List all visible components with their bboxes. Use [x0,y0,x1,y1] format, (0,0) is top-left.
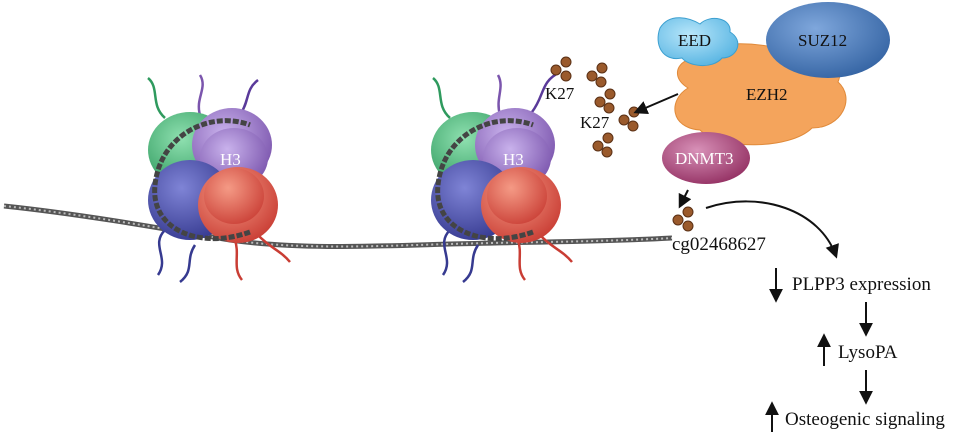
methyl-group-1 [550,56,572,82]
histone-red-front [487,168,547,224]
cpg-methyl [672,206,694,232]
methylation-arrow [633,93,679,115]
lysopa-label: LysoPA [838,342,898,363]
histone-red-front [204,168,264,224]
ezh2-label: EZH2 [746,85,788,104]
prc2-complex: EZH2 EED SUZ12 DNMT3 [657,2,890,184]
osteogenic-label: Osteogenic signaling [785,409,945,430]
dnmt3-arrow [678,189,692,209]
k27-label-2: K27 [580,113,610,132]
eed-label: EED [678,31,711,50]
suz12-shape [766,2,890,78]
eed-shape [657,17,739,66]
methyl-group-4 [618,106,640,132]
dnmt3-label: DNMT3 [675,149,734,168]
nucleosome-right: H3 [431,70,573,283]
cpg-site-label: cg02468627 [672,234,766,255]
histone-h3-label: H3 [503,150,524,169]
plpp3-label: PLPP3 expression [792,274,931,295]
histone-tails [432,70,573,283]
methyl-group-2 [586,62,608,88]
dna-wrap [152,118,251,242]
nucleosome-left: H3 [147,74,291,283]
dnmt3-shape [662,132,750,184]
suz12-label: SUZ12 [798,31,847,50]
histone-h3-label: H3 [220,150,241,169]
k27-label-1: K27 [545,84,575,103]
methyl-group-5 [592,132,614,158]
methyl-group-3 [594,88,616,114]
curved-arrow [705,200,839,259]
dna-wrap [435,118,534,242]
dna-strand [3,203,673,249]
